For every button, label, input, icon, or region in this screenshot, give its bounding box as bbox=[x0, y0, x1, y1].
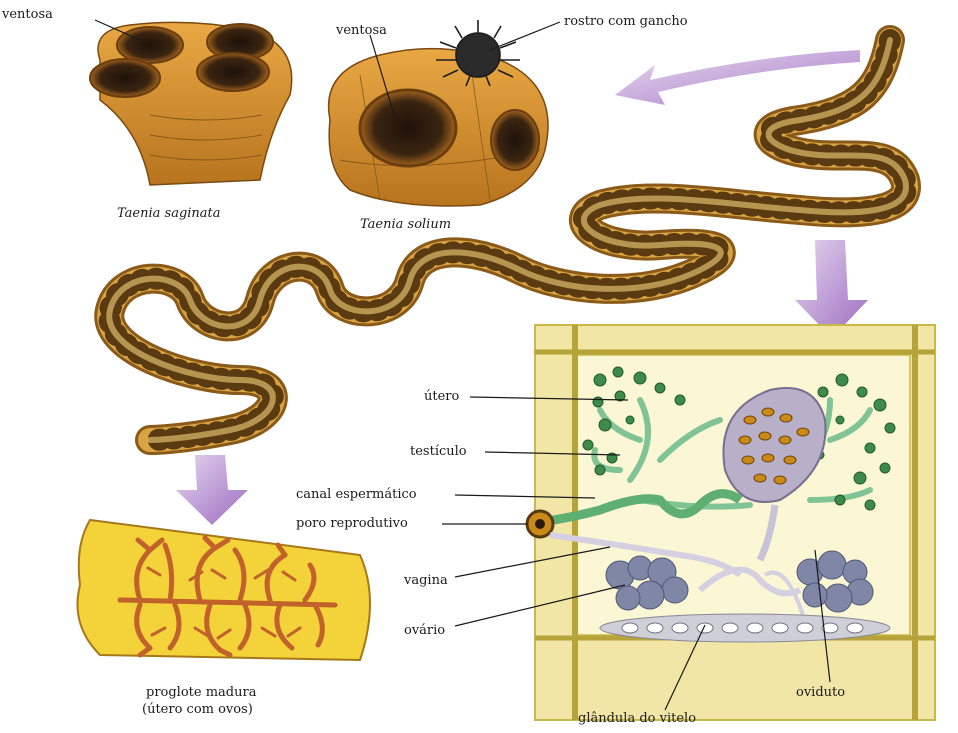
label-ovario: ovário bbox=[404, 624, 445, 637]
label-taenia-solium: Taenia solium bbox=[360, 218, 451, 231]
label-proglote-madura: proglote madura bbox=[146, 686, 256, 699]
taenia-saginata-scolex bbox=[90, 22, 292, 185]
arrow-to-segment bbox=[795, 240, 868, 338]
label-ventosa-solium: ventosa bbox=[336, 24, 387, 37]
label-utero-com-ovos: (útero com ovos) bbox=[142, 703, 253, 716]
label-utero: útero bbox=[424, 390, 459, 403]
label-poro-reprodutivo: poro reprodutivo bbox=[296, 517, 408, 530]
label-rostro-com-gancho: rostro com gancho bbox=[564, 15, 688, 28]
label-canal-espermatico: canal espermático bbox=[296, 488, 417, 501]
taenia-solium-scolex bbox=[329, 20, 548, 206]
label-taenia-saginata: Taenia saginata bbox=[117, 207, 221, 220]
label-oviduto: oviduto bbox=[796, 686, 845, 699]
proglottid-detail bbox=[527, 325, 935, 720]
label-glandula-do-vitelo: glândula do vitelo bbox=[578, 712, 696, 725]
label-ventosa-saginata: ventosa bbox=[2, 8, 53, 21]
mature-proglottid bbox=[78, 520, 371, 660]
label-testiculo: testículo bbox=[410, 445, 467, 458]
arrow-to-proglote bbox=[176, 455, 248, 525]
arrow-to-scolex bbox=[615, 50, 860, 105]
label-vagina: vagina bbox=[404, 574, 448, 587]
